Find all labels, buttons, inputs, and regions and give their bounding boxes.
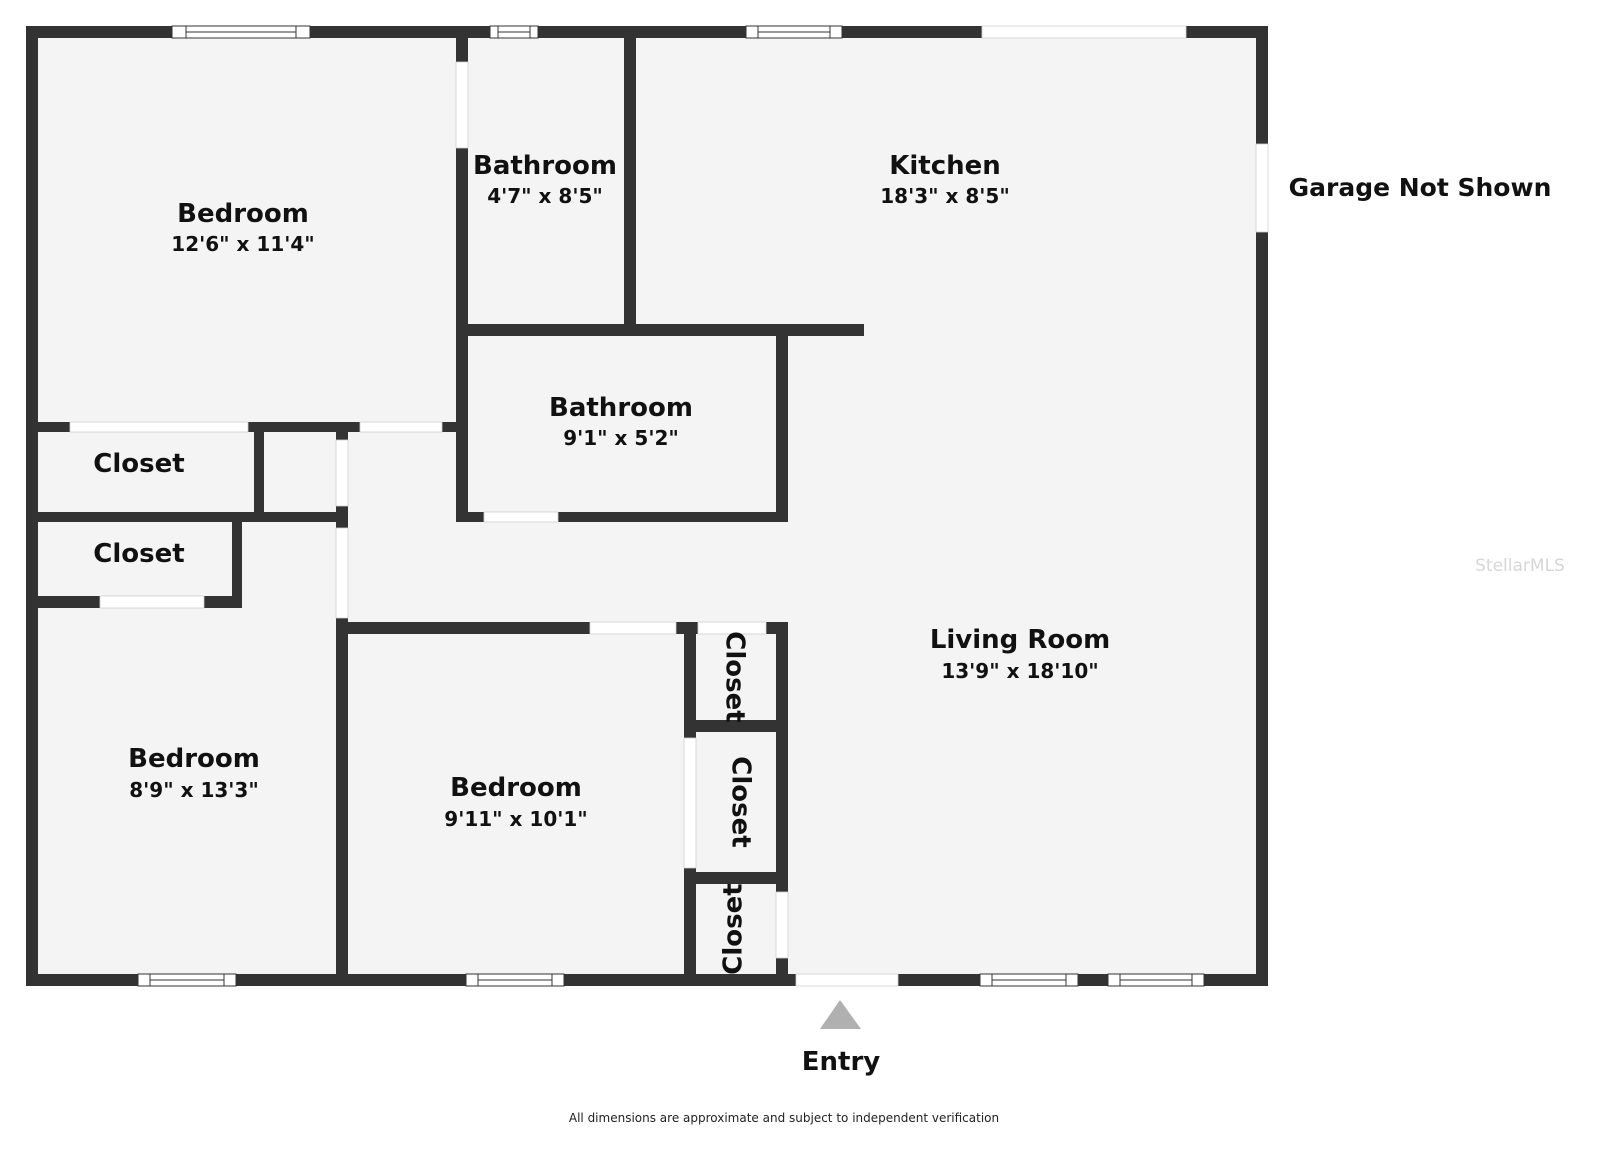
window: [465, 973, 565, 987]
room-dimensions-bathroom-2: 9'1" x 5'2": [563, 426, 679, 450]
window: [1107, 973, 1205, 987]
window: [489, 25, 539, 39]
door-opening: [981, 25, 1187, 39]
room-dimensions-bathroom-1: 4'7" x 8'5": [487, 184, 603, 208]
interior-wall: [254, 422, 264, 522]
door-opening: [455, 61, 469, 149]
room-name-closet-2: Closet: [93, 539, 184, 569]
interior-wall: [624, 26, 636, 334]
interior-wall: [26, 512, 348, 522]
entry-door-opening: [795, 973, 899, 987]
room-name-closet-1: Closet: [93, 449, 184, 479]
disclaimer: All dimensions are approximate and subje…: [569, 1111, 999, 1125]
room-dimensions-bedroom-3: 9'11" x 10'1": [444, 807, 587, 831]
room-name-bathroom-1: Bathroom: [473, 151, 617, 181]
door-opening: [99, 595, 205, 609]
interior-wall: [776, 330, 788, 522]
door-opening: [683, 737, 697, 869]
window: [979, 973, 1079, 987]
room-dimensions-kitchen: 18'3" x 8'5": [880, 184, 1010, 208]
exterior-wall-right: [1256, 26, 1268, 986]
door-openings: [69, 25, 1269, 987]
window: [171, 25, 311, 39]
window: [745, 25, 843, 39]
interior-wall: [684, 720, 788, 732]
room-labels: Bedroom 12'6" x 11'4" Bathroom 4'7" x 8'…: [93, 151, 1110, 975]
watermark: StellarMLS: [1475, 556, 1565, 576]
room-name-bedroom-3: Bedroom: [450, 773, 582, 803]
door-opening: [359, 421, 443, 433]
exterior-wall-top: [26, 26, 1268, 38]
windows: [137, 25, 1205, 987]
room-name-kitchen: Kitchen: [889, 151, 1001, 181]
door-opening: [69, 421, 249, 433]
interior-wall: [232, 512, 242, 608]
room-name-bedroom-1: Bedroom: [177, 199, 309, 229]
entry-arrow-icon: [820, 1000, 861, 1029]
door-opening: [483, 511, 559, 523]
room-name-closet-5: Closet: [719, 883, 749, 974]
interior-wall: [456, 512, 788, 522]
door-opening: [335, 527, 349, 619]
door-opening: [335, 439, 349, 507]
room-name-closet-4: Closet: [726, 756, 756, 847]
door-opening: [697, 621, 767, 635]
door-opening: [589, 621, 677, 635]
room-name-closet-3: Closet: [720, 631, 750, 722]
room-dimensions-bedroom-1: 12'6" x 11'4": [171, 232, 314, 256]
room-name-bathroom-2: Bathroom: [549, 393, 693, 423]
interior-wall: [456, 324, 864, 336]
room-name-living-room: Living Room: [930, 625, 1110, 655]
interior-wall: [456, 26, 468, 522]
garage-note: Garage Not Shown: [1289, 173, 1552, 202]
entry-label: Entry: [802, 1047, 881, 1077]
door-opening: [775, 891, 789, 959]
exterior-wall-left: [26, 26, 38, 986]
window: [137, 973, 237, 987]
room-name-bedroom-2: Bedroom: [128, 744, 260, 774]
door-opening: [1255, 143, 1269, 233]
floor-area: [30, 30, 1264, 984]
interior-wall: [684, 872, 788, 884]
room-dimensions-bedroom-2: 8'9" x 13'3": [129, 778, 259, 802]
room-dimensions-living-room: 13'9" x 18'10": [941, 659, 1098, 683]
